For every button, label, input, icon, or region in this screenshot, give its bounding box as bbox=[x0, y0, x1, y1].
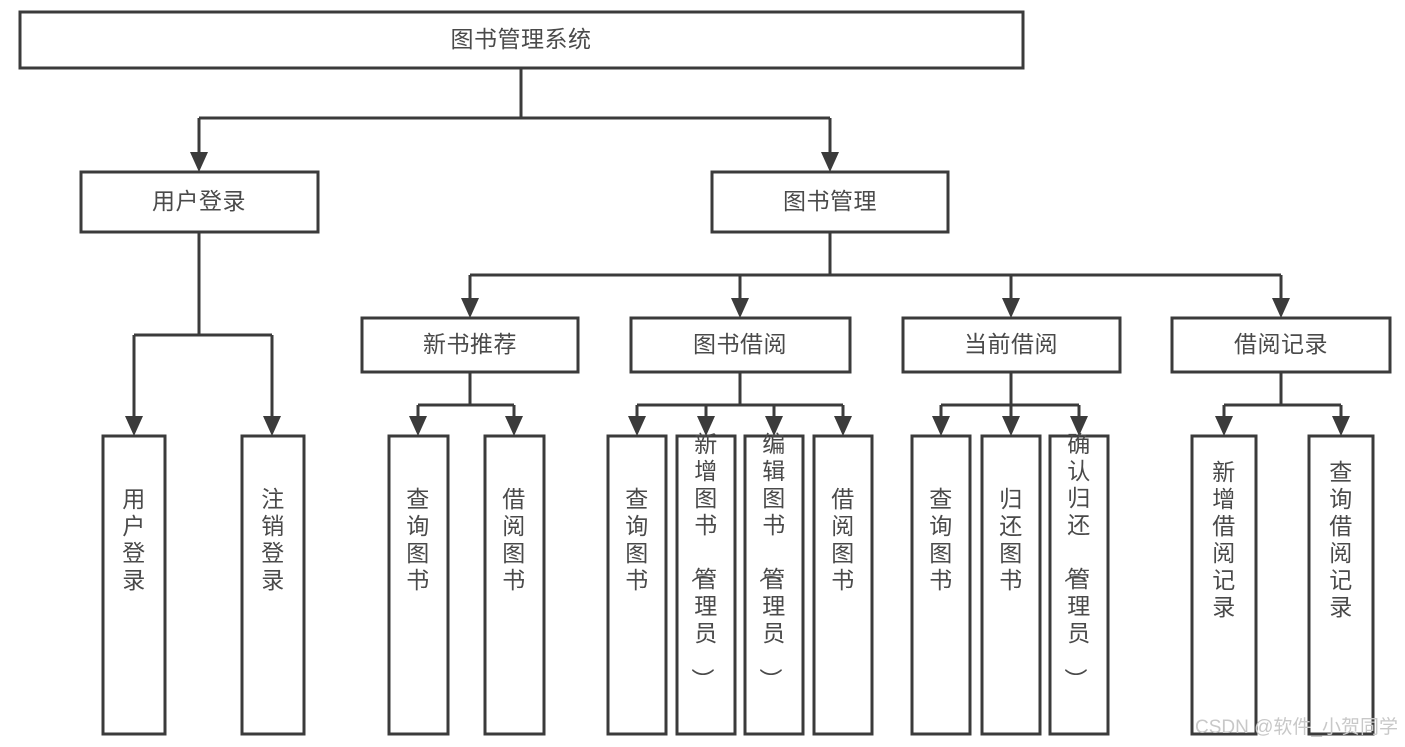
leaf-confirm-return[interactable]: 确认归还（管理员） bbox=[1048, 431, 1110, 736]
leaf-return-book-box[interactable] bbox=[980, 434, 1042, 736]
arrow-to-leaf-borrow-book-1 bbox=[505, 416, 523, 436]
leaf-add-record-box[interactable] bbox=[1190, 434, 1258, 736]
leaf-add-record-label: 新增借阅记录 bbox=[1212, 459, 1236, 620]
node-borrow-record-box[interactable] bbox=[1170, 316, 1392, 374]
connector-group-user-login-to-leaves bbox=[125, 232, 281, 436]
leaf-query-record-label: 查询借阅记录 bbox=[1329, 459, 1353, 620]
leaf-confirm-return-box[interactable] bbox=[1048, 434, 1110, 736]
arrow-to-leaf-edit-book bbox=[765, 416, 783, 436]
arrow-to-leaf-confirm-return bbox=[1070, 416, 1088, 436]
leaf-query-book-1[interactable]: 查询图书 bbox=[387, 434, 450, 736]
node-borrow-record-label: 借阅记录 bbox=[1234, 331, 1328, 357]
arrow-to-leaf-borrow-book-2 bbox=[834, 416, 852, 436]
csdn-watermark: CSDN @软件_小贺同学 bbox=[1195, 716, 1398, 738]
node-book-management-box[interactable] bbox=[710, 170, 950, 234]
leaf-user-login-label: 用户登录 bbox=[122, 486, 146, 593]
leaf-query-book-1-box[interactable] bbox=[387, 434, 450, 736]
leaf-borrow-book-2-box[interactable] bbox=[812, 434, 874, 736]
arrow-to-new-book-recommend bbox=[461, 298, 479, 318]
arrow-to-leaf-logout-login bbox=[263, 416, 281, 436]
connector-group-borrow-record-to-leaves bbox=[1215, 372, 1350, 436]
leaf-borrow-book-2-label: 借阅图书 bbox=[831, 486, 855, 593]
connector-group-book-borrow-to-leaves bbox=[628, 372, 852, 436]
connector-group-book-management-to-level3 bbox=[461, 232, 1290, 318]
connector-group-new-book-recommend-to-leaves bbox=[409, 372, 523, 436]
leaf-add-book[interactable]: 新增图书（管理员） bbox=[675, 431, 737, 736]
node-root[interactable]: 图书管理系统 bbox=[18, 10, 1025, 70]
node-user-login-box[interactable] bbox=[79, 170, 320, 234]
leaf-edit-book[interactable]: 编辑图书（管理员） bbox=[743, 431, 805, 736]
leaf-add-record[interactable]: 新增借阅记录 bbox=[1190, 434, 1258, 736]
node-new-book-recommend[interactable]: 新书推荐 bbox=[360, 316, 580, 374]
arrow-to-leaf-query-book-1 bbox=[409, 416, 427, 436]
arrow-to-leaf-add-book bbox=[697, 416, 715, 436]
arrow-to-leaf-query-book-2 bbox=[628, 416, 646, 436]
node-book-management-label: 图书管理 bbox=[783, 188, 877, 214]
node-book-borrow-label: 图书借阅 bbox=[693, 331, 787, 357]
leaf-edit-book-label: 编辑图书（管理员） bbox=[757, 431, 786, 692]
arrow-to-leaf-add-record bbox=[1215, 416, 1233, 436]
leaf-query-book-2[interactable]: 查询图书 bbox=[606, 434, 668, 736]
node-root-box[interactable] bbox=[18, 10, 1025, 70]
node-user-login-label: 用户登录 bbox=[152, 188, 246, 214]
node-book-management[interactable]: 图书管理 bbox=[710, 170, 950, 234]
node-new-book-recommend-label: 新书推荐 bbox=[423, 331, 517, 357]
leaf-borrow-book-1-label: 借阅图书 bbox=[502, 486, 526, 593]
node-current-borrow-label: 当前借阅 bbox=[964, 331, 1058, 357]
node-book-borrow-box[interactable] bbox=[629, 316, 852, 374]
node-user-login[interactable]: 用户登录 bbox=[79, 170, 320, 234]
leaf-return-book-label: 归还图书 bbox=[999, 486, 1023, 593]
leaf-logout-login[interactable]: 注销登录 bbox=[240, 434, 306, 736]
node-borrow-record[interactable]: 借阅记录 bbox=[1170, 316, 1392, 374]
leaf-query-book-3-label: 查询图书 bbox=[929, 486, 953, 593]
leaf-query-record-box[interactable] bbox=[1307, 434, 1375, 736]
node-root-label: 图书管理系统 bbox=[451, 26, 592, 52]
leaf-borrow-book-1-box[interactable] bbox=[483, 434, 546, 736]
leaf-confirm-return-label: 确认归还（管理员） bbox=[1062, 431, 1091, 692]
leaf-logout-login-label: 注销登录 bbox=[261, 486, 285, 593]
arrow-root-to-user-login bbox=[190, 152, 208, 172]
connector-group-root-to-level2 bbox=[190, 68, 839, 172]
arrow-to-leaf-user-login bbox=[125, 416, 143, 436]
arrow-to-book-borrow bbox=[731, 298, 749, 318]
connector-group-current-borrow-to-leaves bbox=[932, 372, 1088, 436]
arrow-to-borrow-record bbox=[1272, 298, 1290, 318]
node-current-borrow-box[interactable] bbox=[901, 316, 1122, 374]
arrow-to-leaf-query-book-3 bbox=[932, 416, 950, 436]
leaf-logout-login-box[interactable] bbox=[240, 434, 306, 736]
leaf-query-book-1-label: 查询图书 bbox=[406, 486, 430, 593]
arrow-to-leaf-query-record bbox=[1332, 416, 1350, 436]
leaf-add-book-label: 新增图书（管理员） bbox=[689, 431, 718, 692]
leaf-return-book[interactable]: 归还图书 bbox=[980, 434, 1042, 736]
leaf-query-record[interactable]: 查询借阅记录 bbox=[1307, 434, 1375, 736]
leaf-user-login-box[interactable] bbox=[101, 434, 167, 736]
leaf-edit-book-box[interactable] bbox=[743, 434, 805, 736]
leaf-query-book-2-label: 查询图书 bbox=[625, 486, 649, 593]
leaf-query-book-2-box[interactable] bbox=[606, 434, 668, 736]
arrow-to-current-borrow bbox=[1002, 298, 1020, 318]
node-new-book-recommend-box[interactable] bbox=[360, 316, 580, 374]
node-book-borrow[interactable]: 图书借阅 bbox=[629, 316, 852, 374]
node-current-borrow[interactable]: 当前借阅 bbox=[901, 316, 1122, 374]
leaf-user-login[interactable]: 用户登录 bbox=[101, 434, 167, 736]
leaf-borrow-book-1[interactable]: 借阅图书 bbox=[483, 434, 546, 736]
leaf-add-book-box[interactable] bbox=[675, 434, 737, 736]
leaf-query-book-3[interactable]: 查询图书 bbox=[910, 434, 972, 736]
leaf-borrow-book-2[interactable]: 借阅图书 bbox=[812, 434, 874, 736]
arrow-to-leaf-return-book bbox=[1002, 416, 1020, 436]
leaf-query-book-3-box[interactable] bbox=[910, 434, 972, 736]
arrow-root-to-book-management bbox=[821, 152, 839, 172]
